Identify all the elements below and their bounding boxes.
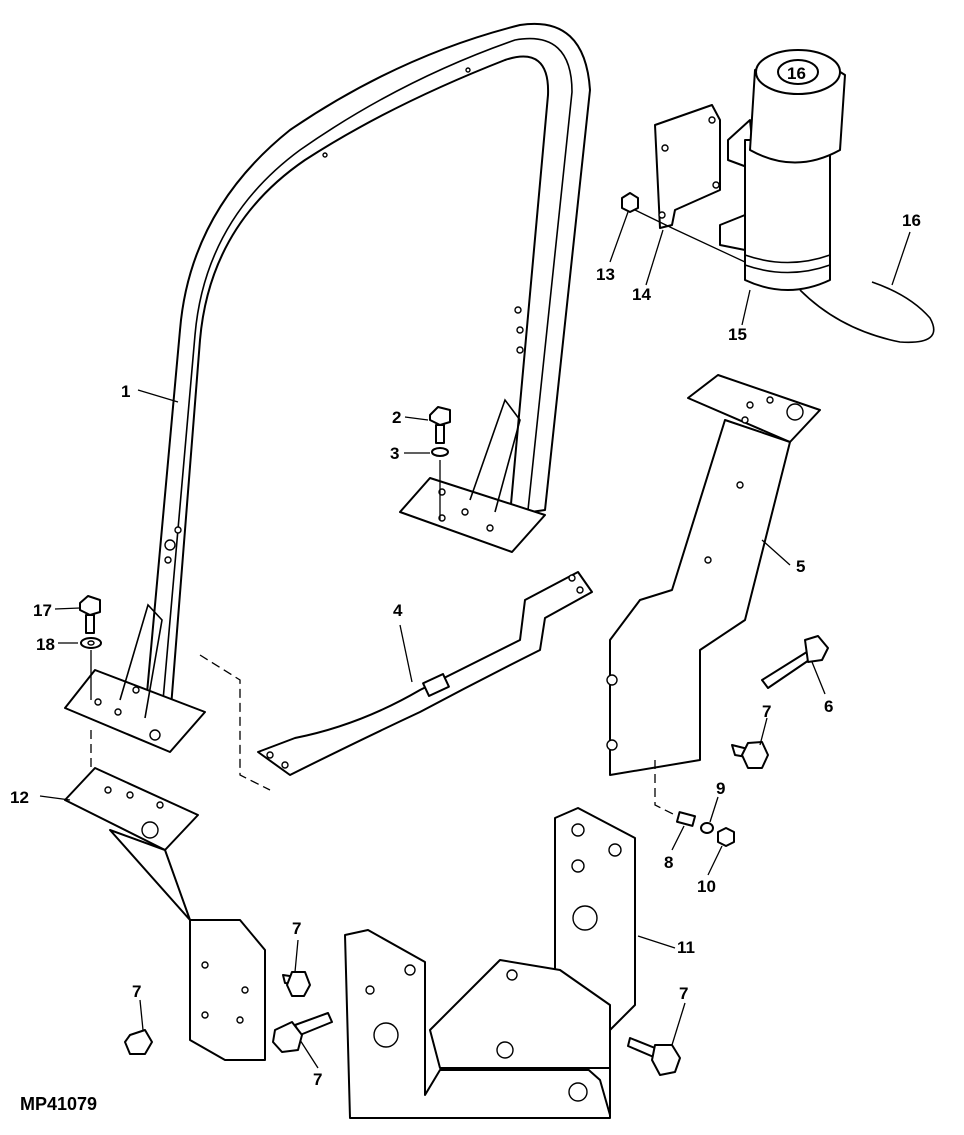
callout-14: 14 bbox=[632, 285, 651, 304]
callout-5: 5 bbox=[796, 557, 805, 576]
frame-bracket-11 bbox=[344, 807, 636, 1119]
beacon-15: 16 bbox=[719, 49, 846, 291]
callout-11: 11 bbox=[677, 938, 695, 957]
callout-7-lower-left: 7 bbox=[132, 982, 141, 1001]
callout-labels: 1 2 3 4 5 6 7 7 7 7 7 8 9 10 11 12 13 14… bbox=[10, 211, 921, 1089]
callout-7-bottom-right: 7 bbox=[679, 984, 688, 1003]
callout-3: 3 bbox=[390, 444, 399, 463]
bolt-7-left-upper bbox=[282, 971, 311, 997]
carriage-bolt-8 bbox=[675, 811, 697, 827]
beacon-bracket-14 bbox=[654, 104, 721, 229]
bolt-7-bottom-right bbox=[627, 1037, 681, 1076]
callout-2: 2 bbox=[392, 408, 401, 427]
nut-13 bbox=[621, 192, 639, 213]
cross-brace-4 bbox=[257, 571, 593, 776]
bracket-5 bbox=[606, 374, 821, 776]
rops-hoop bbox=[64, 22, 591, 753]
callout-16: 16 bbox=[902, 211, 921, 230]
washer-18 bbox=[80, 637, 102, 649]
figure-id: MP41079 bbox=[20, 1094, 97, 1114]
callout-1: 1 bbox=[121, 382, 130, 401]
callout-10: 10 bbox=[697, 877, 716, 896]
leader-lines bbox=[39, 211, 911, 1069]
bracket-12 bbox=[64, 767, 266, 1061]
bolt-6 bbox=[761, 635, 829, 689]
callout-12: 12 bbox=[10, 788, 29, 807]
wire-16 bbox=[799, 281, 935, 344]
callout-13: 13 bbox=[596, 265, 615, 284]
washer-3 bbox=[431, 447, 449, 457]
nut-10 bbox=[717, 827, 735, 847]
callout-6: 6 bbox=[824, 697, 833, 716]
bolt-7-right bbox=[731, 741, 769, 769]
callout-4: 4 bbox=[393, 601, 403, 620]
callout-17: 17 bbox=[33, 601, 52, 620]
callout-8: 8 bbox=[664, 853, 673, 872]
bolt-2 bbox=[429, 406, 451, 444]
bolt-17 bbox=[79, 595, 101, 634]
beacon-badge-text: 16 bbox=[787, 64, 806, 83]
callout-7-upper-left: 7 bbox=[292, 919, 301, 938]
washer-9 bbox=[700, 822, 714, 834]
callout-7-center: 7 bbox=[313, 1070, 322, 1089]
callout-9: 9 bbox=[716, 779, 725, 798]
callout-15: 15 bbox=[728, 325, 747, 344]
callout-7-right: 7 bbox=[762, 702, 771, 721]
bolt-7-left-lower bbox=[124, 1029, 153, 1055]
bolt-7-center bbox=[272, 1012, 333, 1053]
callout-18: 18 bbox=[36, 635, 55, 654]
